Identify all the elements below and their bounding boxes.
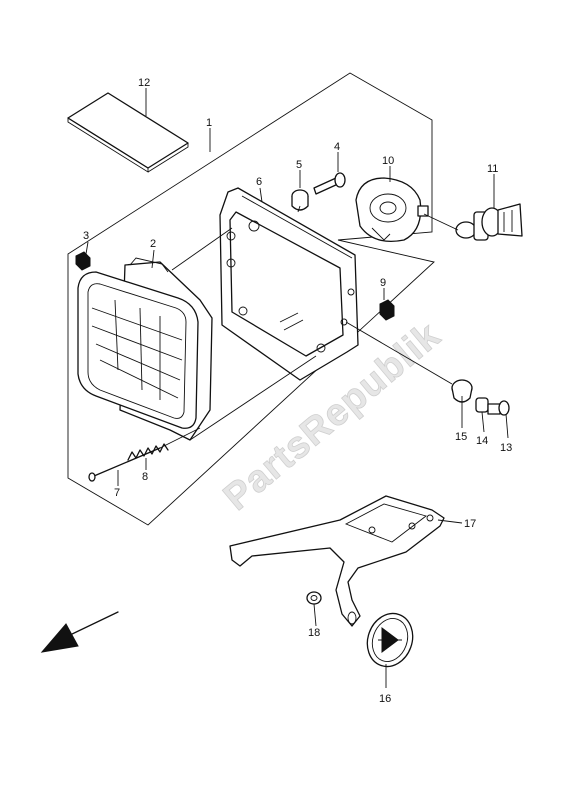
- callout-17: 17: [464, 518, 476, 530]
- front-direction-arrow: [40, 611, 119, 653]
- callout-leaders: [85, 88, 509, 688]
- callout-12: 12: [138, 77, 150, 89]
- assembly-outline: [67, 72, 435, 526]
- part-10-socket-cover: [355, 177, 429, 243]
- part-16-reflector: [366, 612, 414, 668]
- callout-6: 6: [256, 176, 262, 188]
- callout-8: 8: [142, 471, 148, 483]
- part-17-bracket: [229, 495, 445, 627]
- part-2-headlamp-unit: [77, 257, 213, 441]
- part-5-grommet: [291, 189, 309, 211]
- callout-15: 15: [455, 431, 467, 443]
- part-18-nut: [306, 591, 322, 605]
- callout-2: 2: [150, 238, 156, 250]
- part-9-nut: [379, 299, 395, 321]
- part-8-spring: [127, 443, 169, 461]
- part-12-label-sticker: [67, 92, 189, 173]
- callout-13: 13: [500, 442, 512, 454]
- callout-5: 5: [296, 159, 302, 171]
- callout-1: 1: [206, 117, 212, 129]
- callout-14: 14: [476, 435, 488, 447]
- callout-3: 3: [83, 230, 89, 242]
- callout-16: 16: [379, 693, 391, 705]
- callout-4: 4: [334, 141, 340, 153]
- part-3-clip: [75, 251, 91, 271]
- callout-9: 9: [380, 277, 386, 289]
- part-6-headlamp-rim: [219, 187, 359, 381]
- part-14-collar: [475, 397, 489, 413]
- callout-18: 18: [308, 627, 320, 639]
- callout-labels: 12 1 4 10 5 11 6 3 2 9 15 14 13 8 7 17 1…: [83, 77, 512, 705]
- part-13-bolt: [487, 400, 510, 416]
- callout-7: 7: [114, 487, 120, 499]
- part-7-screw: [88, 447, 161, 482]
- part-11-bulb: [455, 203, 523, 241]
- part-4-screw: [313, 172, 346, 195]
- callout-11: 11: [487, 163, 498, 175]
- callout-10: 10: [382, 155, 394, 167]
- assembly-lines: [159, 205, 459, 449]
